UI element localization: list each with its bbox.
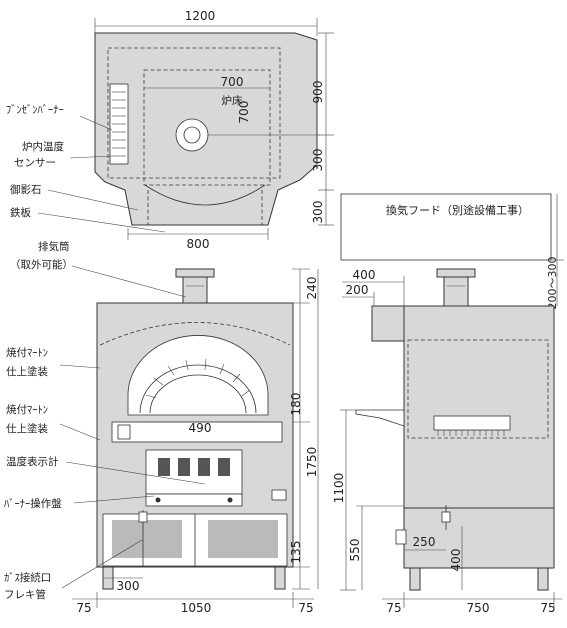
front-depth-dim: 300: [311, 201, 325, 224]
gas-offset-dim: 300: [117, 579, 140, 593]
plan-view: 1200 700 炉床 700: [6, 9, 334, 251]
side-knob: [271, 489, 287, 501]
side-depth-dim: 750: [467, 601, 490, 615]
front-flue-pipe: [182, 276, 208, 304]
gas-vertical-dim: 400: [449, 549, 463, 572]
front-flue-cap: [175, 268, 215, 278]
front-right-margin-dim: 75: [298, 601, 313, 615]
side-right-margin-dim: 75: [540, 601, 555, 615]
side-body: [403, 305, 555, 509]
gas-label-line1: ｶﾞｽ接続口: [4, 571, 51, 584]
front-view: 490 240 180 1750: [4, 240, 319, 615]
side-flue-cap: [436, 268, 476, 278]
side-flue-pipe: [443, 276, 469, 307]
sensor-offset-dim: 300: [311, 149, 325, 172]
hearth-depth-dim: 700: [237, 101, 251, 124]
sensor-label-line2: センサー: [14, 157, 56, 169]
burner-panel-label: ﾊﾞｰﾅｰ操作盤: [4, 497, 62, 510]
plan-width-dim: 1200: [185, 9, 216, 23]
finish1-line1: 焼付ﾏｰﾄﾝ: [6, 346, 48, 359]
base-height-dim: 135: [289, 541, 303, 564]
plan-inner-boundary: [107, 47, 281, 179]
side-view: 換気フード（別途設備工事） 200～300 400 200: [332, 193, 564, 615]
stone-label: 御影石: [10, 183, 42, 196]
front-leg-right: [274, 566, 286, 590]
flue-offset-dim: 200: [346, 283, 369, 297]
iron-plate-label: 鉄板: [10, 206, 31, 219]
flue-label-line2: （取外可能）: [10, 258, 73, 271]
hood-offset-dim: 400: [353, 268, 376, 282]
opening-width-dim: 490: [189, 421, 212, 435]
hood-gap-dim: 200～300: [546, 257, 559, 310]
flue-height-dim: 240: [305, 277, 319, 300]
sensor-box: [117, 424, 131, 440]
ventilation-hood: [340, 193, 552, 261]
plan-depth-dim: 900: [311, 81, 325, 104]
sensor-label-line1: 炉内温度: [22, 140, 64, 153]
dome-dashed: [99, 322, 291, 346]
side-inner-dashed: [407, 339, 549, 439]
hearth-label: 炉床: [222, 94, 243, 107]
counter-height-dim: 1100: [332, 473, 346, 504]
side-base: [403, 507, 555, 569]
hearth-width-dim: 700: [221, 75, 244, 89]
finish2-line2: 仕上塗装: [6, 422, 48, 435]
finish2-line1: 焼付ﾏｰﾄﾝ: [6, 403, 48, 416]
side-front-box: [371, 305, 405, 342]
side-leg-right: [537, 567, 549, 591]
burner-panel: [145, 493, 243, 507]
flue-label-line1: 排気筒: [38, 240, 70, 253]
thermometer-label: 温度表示計: [6, 455, 59, 468]
side-leg-left: [409, 567, 421, 591]
bunsen-burner-label: ﾌﾞﾝｾﾞﾝﾊﾞｰﾅｰ: [6, 104, 64, 116]
finish1-line2: 仕上塗装: [6, 365, 48, 378]
front-body-width-dim: 1050: [181, 601, 212, 615]
side-left-margin-dim: 75: [386, 601, 401, 615]
plan-front-arc: [144, 184, 266, 206]
front-left-margin-dim: 75: [76, 601, 91, 615]
side-burner: [433, 415, 511, 431]
hood-label: 換気フード（別途設備工事）: [386, 203, 529, 217]
plan-flue-inner: [183, 126, 201, 144]
hearth-square: [143, 69, 271, 186]
side-counter-shelf: [355, 409, 405, 427]
total-height-dim: 1750: [305, 447, 319, 478]
opening-height-dim: 180: [289, 393, 303, 416]
gas-label-line2: フレキ管: [4, 588, 46, 601]
gas-horizontal-dim: 250: [413, 535, 436, 549]
side-base-height-dim: 550: [348, 539, 362, 562]
front-width-dim: 800: [187, 237, 210, 251]
